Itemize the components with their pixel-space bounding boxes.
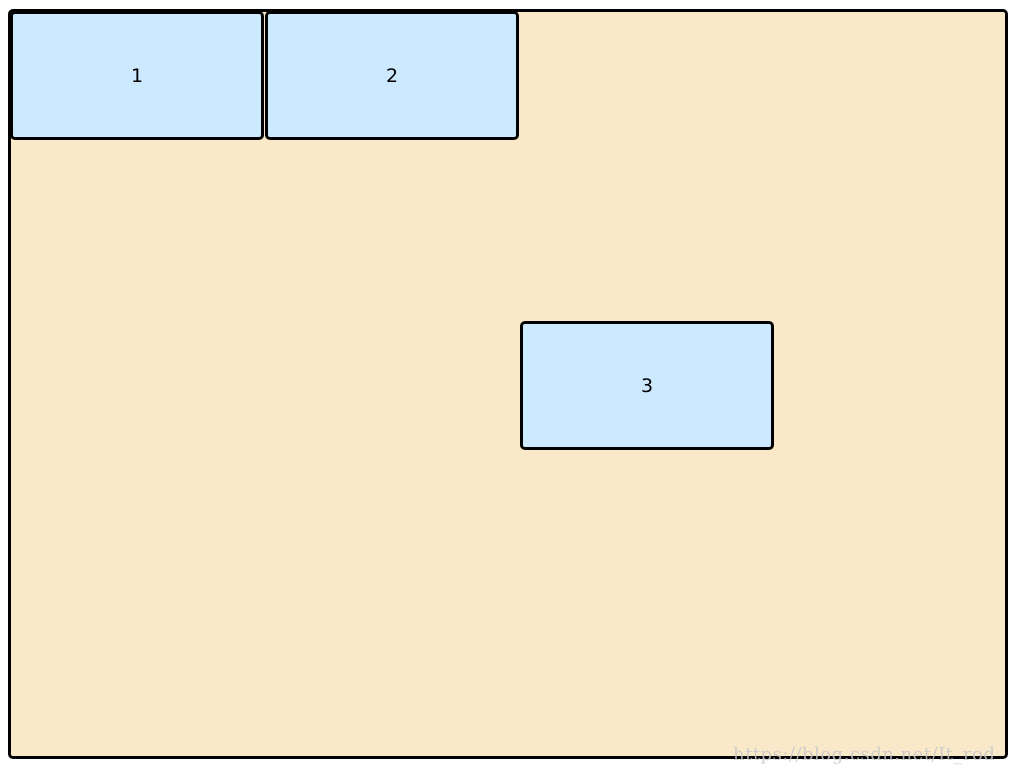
box-2: 2: [265, 11, 519, 140]
box-label: 1: [130, 64, 144, 87]
box-3: 3: [520, 321, 774, 450]
watermark-text: https://blog.csdn.net/It_rod: [733, 744, 996, 765]
box-label: 2: [385, 64, 399, 87]
box-label: 3: [640, 374, 654, 397]
box-1: 1: [10, 11, 264, 140]
